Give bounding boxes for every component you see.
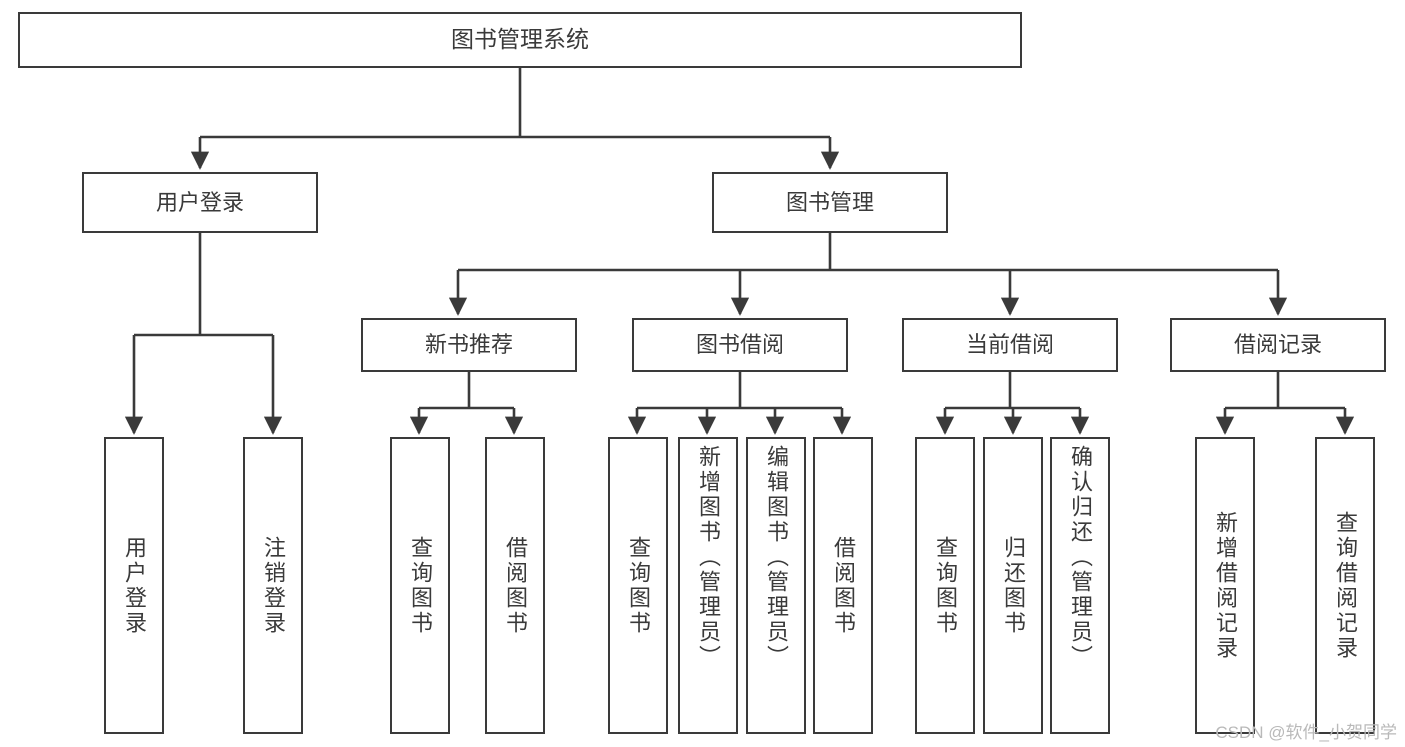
node-leaf-query-book-1-label: 查询图书 <box>408 535 433 636</box>
node-leaf-user-login-label: 用户登录 <box>122 535 147 636</box>
node-current-borrow-label: 当前借阅 <box>965 332 1054 358</box>
node-leaf-query-book-2[interactable]: 查询图书 <box>608 437 668 734</box>
node-current-borrow[interactable]: 当前借阅 <box>902 318 1118 372</box>
node-leaf-add-record[interactable]: 新增借阅记录 <box>1195 437 1255 734</box>
node-leaf-user-login[interactable]: 用户登录 <box>104 437 164 734</box>
node-leaf-confirm-return[interactable]: 确认归还（管理员） <box>1050 437 1110 734</box>
node-leaf-add-book-label: 新增图书（管理员） <box>696 445 721 670</box>
node-book-manage-label: 图书管理 <box>785 189 874 215</box>
node-leaf-borrow-book-1-label: 借阅图书 <box>503 535 528 636</box>
node-leaf-borrow-book-1[interactable]: 借阅图书 <box>485 437 545 734</box>
node-user-login-label: 用户登录 <box>155 189 244 215</box>
node-leaf-edit-book[interactable]: 编辑图书（管理员） <box>746 437 806 734</box>
node-leaf-logout-label: 注销登录 <box>261 535 286 636</box>
node-borrow-record[interactable]: 借阅记录 <box>1170 318 1386 372</box>
node-leaf-add-book[interactable]: 新增图书（管理员） <box>678 437 738 734</box>
node-leaf-confirm-return-label: 确认归还（管理员） <box>1068 445 1093 670</box>
node-root-label: 图书管理系统 <box>451 26 589 53</box>
node-leaf-add-record-label: 新增借阅记录 <box>1213 510 1238 661</box>
node-leaf-return-book-label: 归还图书 <box>1001 535 1026 636</box>
node-leaf-borrow-book-2[interactable]: 借阅图书 <box>813 437 873 734</box>
csdn-watermark: CSDN @软件_小贺同学 <box>1215 723 1397 742</box>
node-leaf-query-book-3[interactable]: 查询图书 <box>915 437 975 734</box>
node-leaf-logout[interactable]: 注销登录 <box>243 437 303 734</box>
node-book-manage[interactable]: 图书管理 <box>712 172 948 233</box>
node-new-book-recommend[interactable]: 新书推荐 <box>361 318 577 372</box>
node-book-borrow[interactable]: 图书借阅 <box>632 318 848 372</box>
node-root[interactable]: 图书管理系统 <box>18 12 1022 68</box>
node-leaf-query-book-3-label: 查询图书 <box>933 535 958 636</box>
node-leaf-edit-book-label: 编辑图书（管理员） <box>764 445 789 670</box>
node-book-borrow-label: 图书借阅 <box>695 332 784 358</box>
node-leaf-query-record[interactable]: 查询借阅记录 <box>1315 437 1375 734</box>
node-borrow-record-label: 借阅记录 <box>1233 332 1322 358</box>
node-leaf-query-book-1[interactable]: 查询图书 <box>390 437 450 734</box>
node-user-login[interactable]: 用户登录 <box>82 172 318 233</box>
node-leaf-query-record-label: 查询借阅记录 <box>1333 510 1358 661</box>
node-new-book-recommend-label: 新书推荐 <box>424 332 513 358</box>
node-leaf-borrow-book-2-label: 借阅图书 <box>831 535 856 636</box>
node-leaf-return-book[interactable]: 归还图书 <box>983 437 1043 734</box>
node-leaf-query-book-2-label: 查询图书 <box>626 535 651 636</box>
